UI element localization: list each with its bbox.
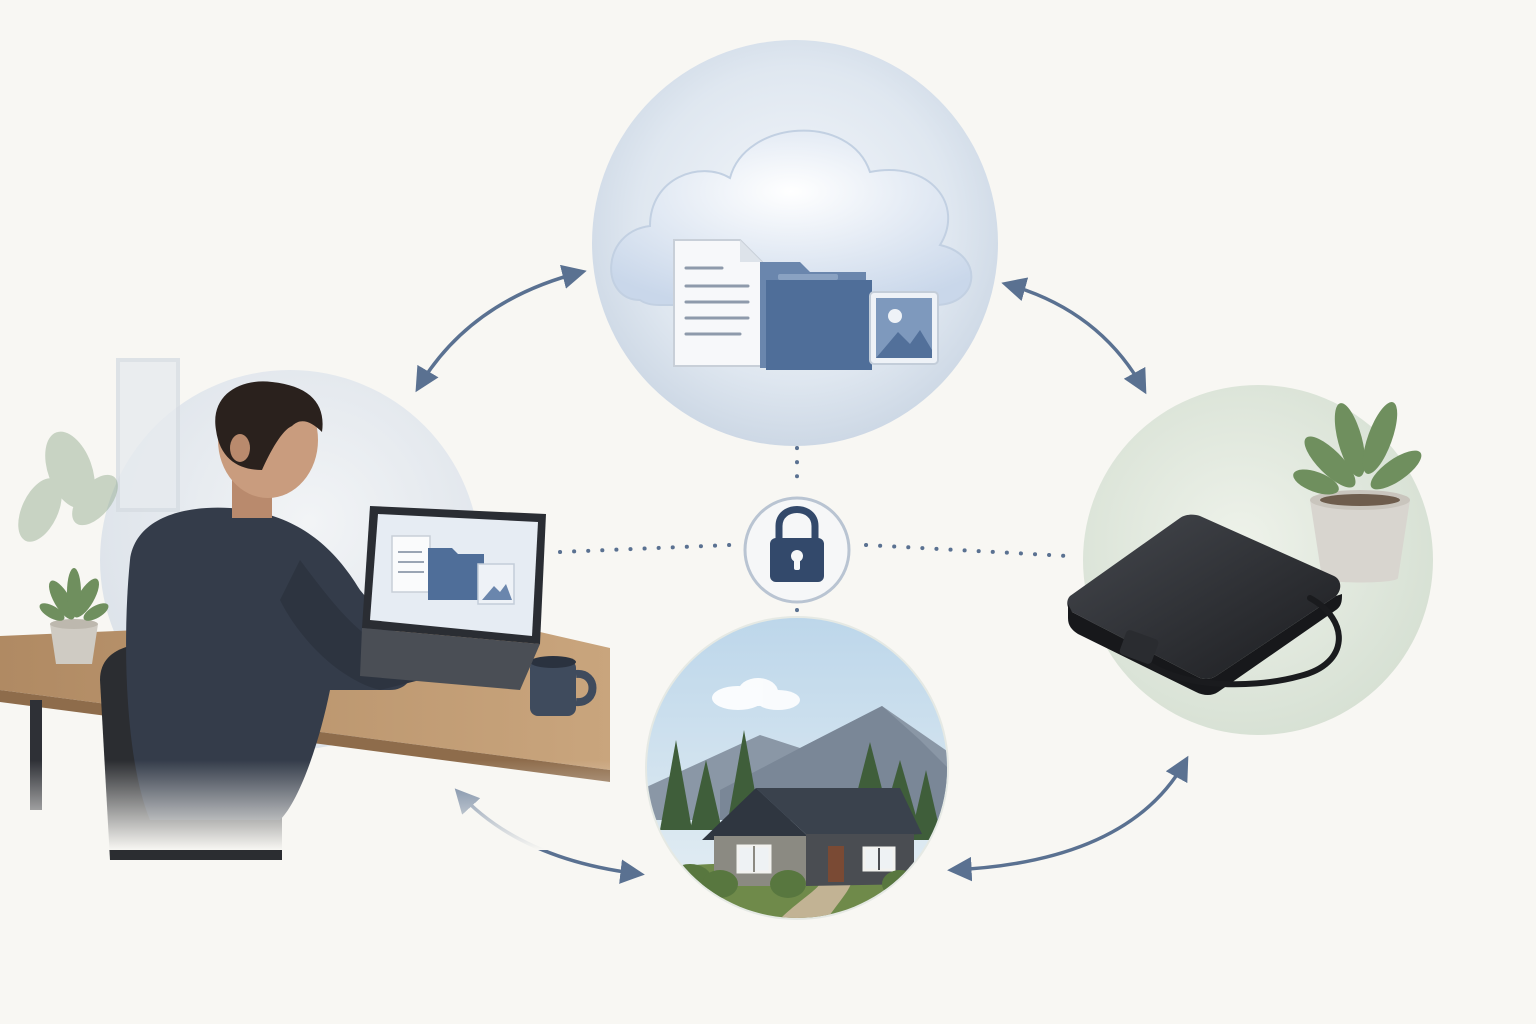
arrow-home-drive [952,760,1186,870]
image-icon [870,292,938,364]
arrow-cloud-workspace [418,272,582,388]
window-frame [118,360,178,510]
laptop-icon [360,506,546,690]
document-icon [674,240,762,366]
home-node [640,612,960,940]
arrow-cloud-drive [1006,284,1144,390]
folder-icon [760,262,872,370]
security-node [745,498,849,602]
cloud-node [592,40,998,446]
dotted-line-drive [866,545,1068,556]
dotted-line-workspace [560,545,730,552]
external-drive-node [1067,385,1433,735]
workspace-node [0,360,620,860]
